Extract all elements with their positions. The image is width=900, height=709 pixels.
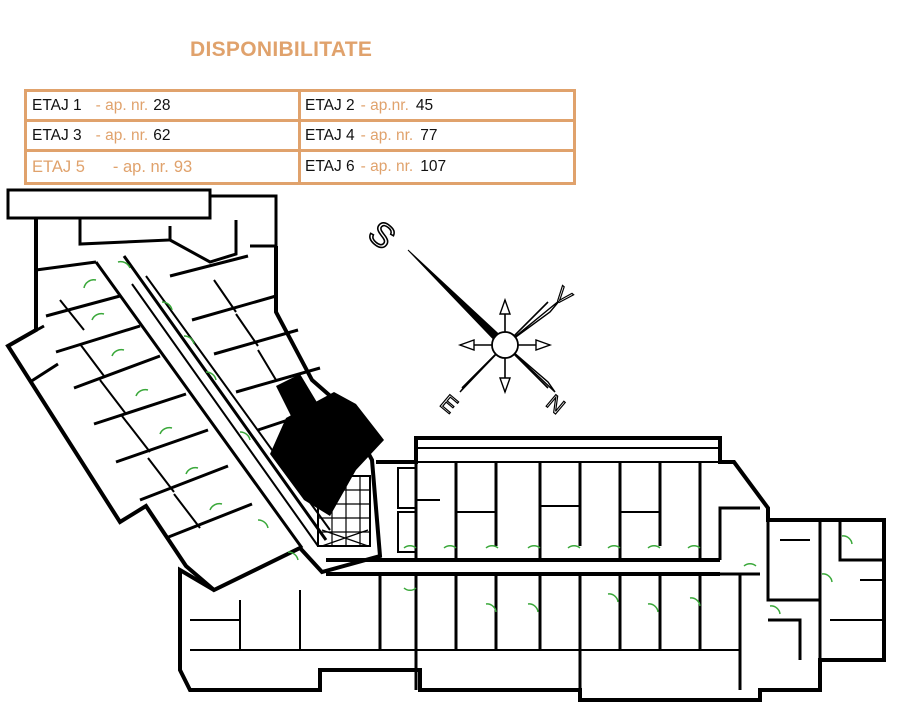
door-swing xyxy=(183,335,195,345)
compass-label-n: N xyxy=(542,390,570,419)
door-swing xyxy=(111,348,125,357)
stair-grid xyxy=(317,475,371,547)
stair-core xyxy=(270,374,384,547)
compass-label-e: E xyxy=(436,390,463,419)
door-swing xyxy=(743,562,757,567)
compass-label-s: S xyxy=(361,214,403,258)
wall-segment xyxy=(6,188,212,220)
door-swing xyxy=(117,260,131,269)
door-swing xyxy=(821,573,833,583)
partition xyxy=(190,590,740,651)
availability-cell-etaj-5: ETAJ 5 - ap. nr. 93 xyxy=(27,152,301,182)
door-swing xyxy=(607,544,621,549)
door-swing xyxy=(527,544,541,549)
floor-label: ETAJ 4 xyxy=(305,126,355,144)
stair-grid xyxy=(321,529,369,547)
page-title: DISPONIBILITATE xyxy=(190,38,373,61)
door-swing xyxy=(689,597,701,607)
door-swing xyxy=(161,301,173,311)
corridor-wall xyxy=(94,255,328,549)
apartment-number: 45 xyxy=(415,96,434,114)
outer-wall xyxy=(7,324,59,384)
door-swing xyxy=(647,544,661,549)
door-swings xyxy=(83,260,853,615)
door-swing xyxy=(91,312,105,321)
door-swing xyxy=(209,502,223,511)
horizontal-wing xyxy=(178,436,886,702)
apartment-prefix: - ap. nr. xyxy=(360,158,414,175)
door-swing xyxy=(443,544,457,549)
partition xyxy=(416,447,720,463)
partition xyxy=(780,539,884,621)
door-swing xyxy=(769,605,781,615)
partition xyxy=(213,279,277,381)
partition xyxy=(35,260,253,540)
door-swing xyxy=(239,431,251,441)
door-swing xyxy=(135,388,149,397)
apartment-number: 93 xyxy=(173,157,193,176)
door-swing xyxy=(403,587,417,592)
compass-ray xyxy=(461,301,549,389)
door-swing xyxy=(567,544,581,549)
door-swing xyxy=(83,279,97,289)
door-swing xyxy=(485,603,497,613)
apartment-number: 107 xyxy=(420,158,447,175)
apartment-number: 62 xyxy=(153,126,171,144)
partition xyxy=(416,499,660,513)
diagonal-wing xyxy=(5,188,383,593)
apartment-prefix: - ap.nr. xyxy=(360,96,409,114)
door-swing xyxy=(687,544,701,549)
lift-shaft xyxy=(397,467,417,509)
compass-rose-icon: S V N E xyxy=(360,213,578,420)
floor-label: ETAJ 3 xyxy=(32,126,82,144)
availability-cell-etaj-2: ETAJ 2 - ap.nr. 45 xyxy=(301,92,573,122)
floor-label: ETAJ 1 xyxy=(32,96,82,114)
partition xyxy=(378,574,742,690)
compass-ray xyxy=(407,249,506,347)
availability-cell-etaj-3: ETAJ 3 - ap. nr. 62 xyxy=(27,122,301,152)
compass-ray xyxy=(460,300,550,392)
floor-label: ETAJ 6 xyxy=(305,158,355,175)
lift-shaft xyxy=(397,511,417,553)
apartment-prefix: - ap. nr. xyxy=(360,126,414,144)
apartment-number: 77 xyxy=(420,126,438,144)
door-swing xyxy=(403,544,417,549)
door-swing xyxy=(841,535,853,545)
door-swing xyxy=(159,426,173,435)
door-swing xyxy=(647,603,659,613)
door-swing xyxy=(257,519,269,529)
partition xyxy=(59,299,201,529)
floor-label: ETAJ 5 xyxy=(32,157,85,176)
core-fill xyxy=(270,392,384,516)
outer-wall xyxy=(5,218,383,593)
core-fill xyxy=(276,374,318,418)
availability-cell-etaj-1: ETAJ 1 - ap. nr. 28 xyxy=(27,92,301,122)
door-swing xyxy=(527,603,539,613)
apartment-number: 28 xyxy=(153,96,171,114)
availability-cell-etaj-4: ETAJ 4 - ap. nr. 77 xyxy=(301,122,573,152)
stair-grid xyxy=(318,476,370,546)
apartment-prefix: - ap. nr. xyxy=(112,157,169,176)
door-swing xyxy=(485,544,499,549)
floor-label: ETAJ 2 xyxy=(305,96,355,114)
door-swing xyxy=(205,371,217,381)
availability-cell-etaj-6: ETAJ 6 - ap. nr. 107 xyxy=(301,152,573,182)
door-swing xyxy=(287,551,299,561)
partition xyxy=(766,520,884,660)
compass-center xyxy=(491,331,519,359)
door-swing xyxy=(185,466,199,475)
apartment-prefix: - ap. nr. xyxy=(95,96,149,114)
compass-ray xyxy=(459,299,561,393)
availability-table: ETAJ 1 - ap. nr. 28 ETAJ 2 - ap.nr. 45 E… xyxy=(24,89,576,185)
door-swing xyxy=(607,593,619,603)
compass-ray xyxy=(457,297,553,395)
apartment-prefix: - ap. nr. xyxy=(95,126,149,144)
wall-segment xyxy=(210,194,278,248)
partition xyxy=(78,218,238,264)
outer-wall xyxy=(178,436,886,702)
corridor-wall xyxy=(326,558,720,576)
